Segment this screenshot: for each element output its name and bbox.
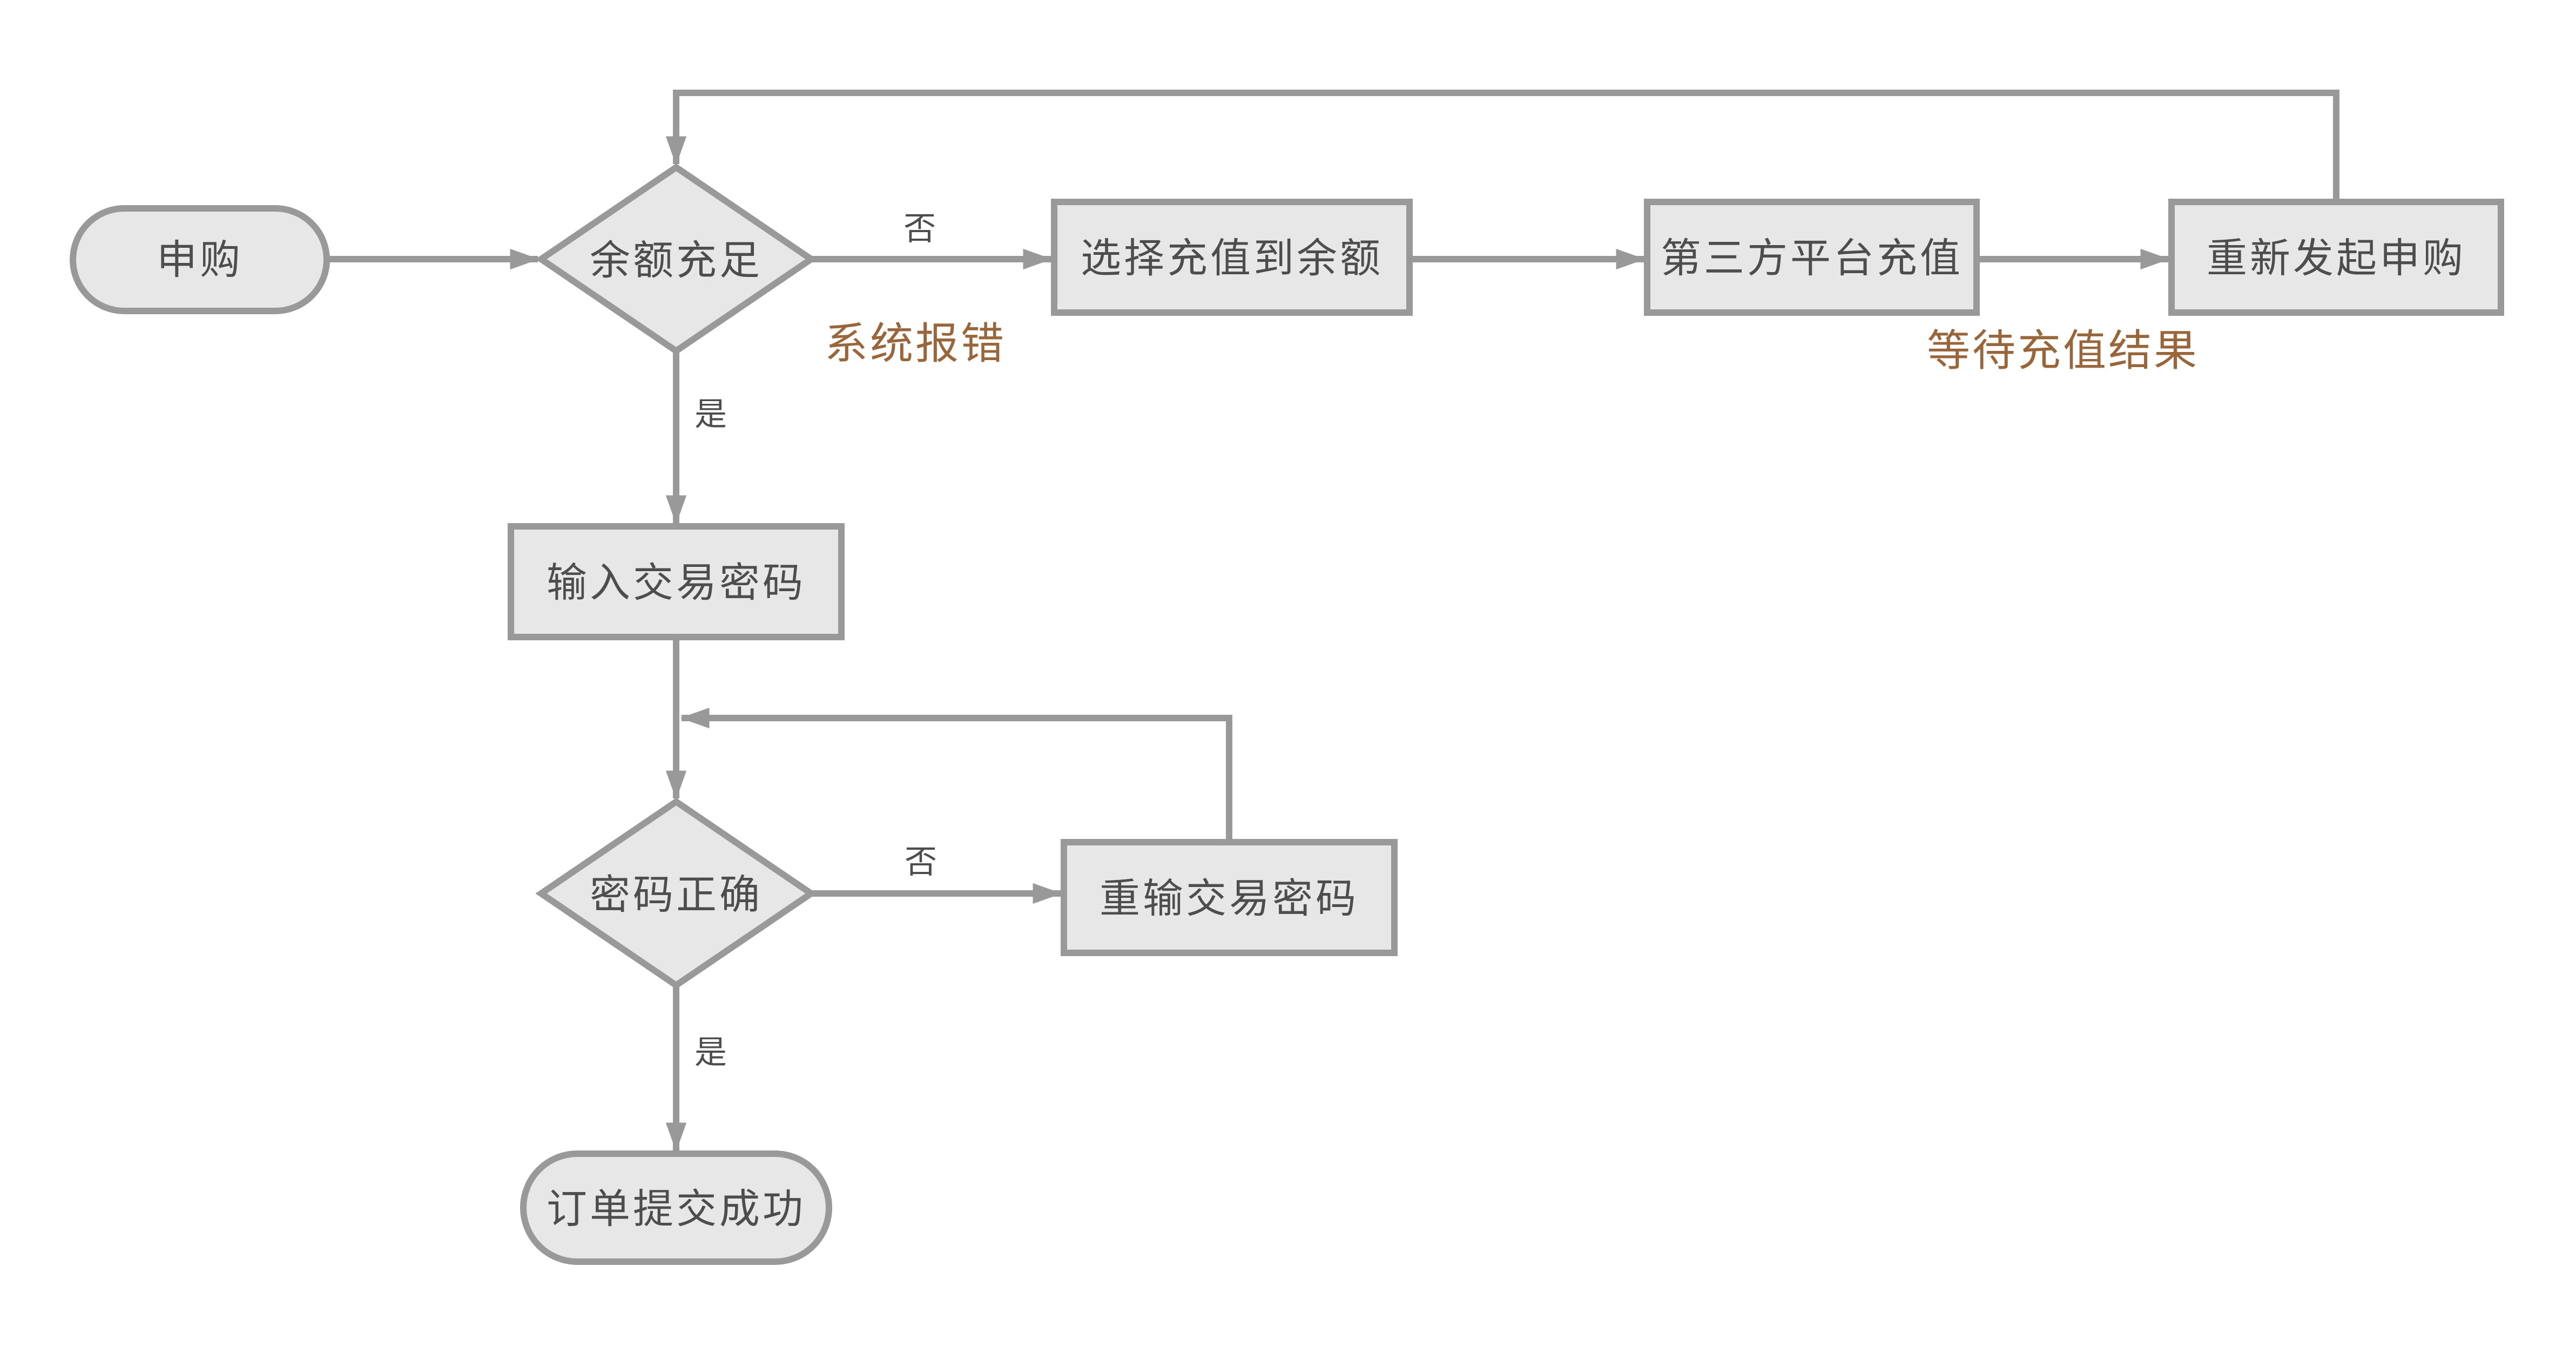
enter-password-node-shape — [508, 523, 845, 640]
resubmit-label: 重新发起申购 — [2206, 235, 2466, 281]
choose-recharge-node-shape — [1051, 199, 1413, 316]
start-node-shape — [70, 205, 330, 314]
balance-check-label: 余额充足 — [589, 238, 763, 283]
password-yes-branch-label: 是 — [694, 1034, 727, 1071]
password-check-label: 密码正确 — [589, 872, 763, 917]
password-check-decision-shape — [535, 797, 817, 990]
resubmit-node-shape — [2168, 199, 2504, 316]
start-node-label: 申购 — [156, 237, 244, 282]
reenter-password-label: 重输交易密码 — [1099, 876, 1359, 921]
system-error-annotation: 系统报错 — [825, 320, 1006, 368]
edge-reenter-password-loop-back — [680, 707, 1232, 842]
third-party-recharge-node-shape — [1644, 199, 1980, 316]
third-party-recharge-label: 第三方平台充值 — [1660, 235, 1964, 281]
password-no-branch-label: 否 — [905, 844, 937, 880]
balance-check-decision-shape — [535, 163, 817, 355]
success-node-shape — [520, 1150, 832, 1265]
balance-yes-branch-label: 是 — [694, 396, 727, 432]
reenter-password-node-shape — [1061, 839, 1398, 956]
wait-recharge-result-annotation: 等待充值结果 — [1927, 327, 2199, 375]
enter-password-label: 输入交易密码 — [546, 560, 806, 605]
balance-no-branch-label: 否 — [903, 211, 936, 247]
choose-recharge-label: 选择充值到余额 — [1080, 235, 1384, 281]
success-node-label: 订单提交成功 — [546, 1186, 806, 1231]
edge-resubmit-loop-to-balance-check — [665, 90, 2339, 202]
